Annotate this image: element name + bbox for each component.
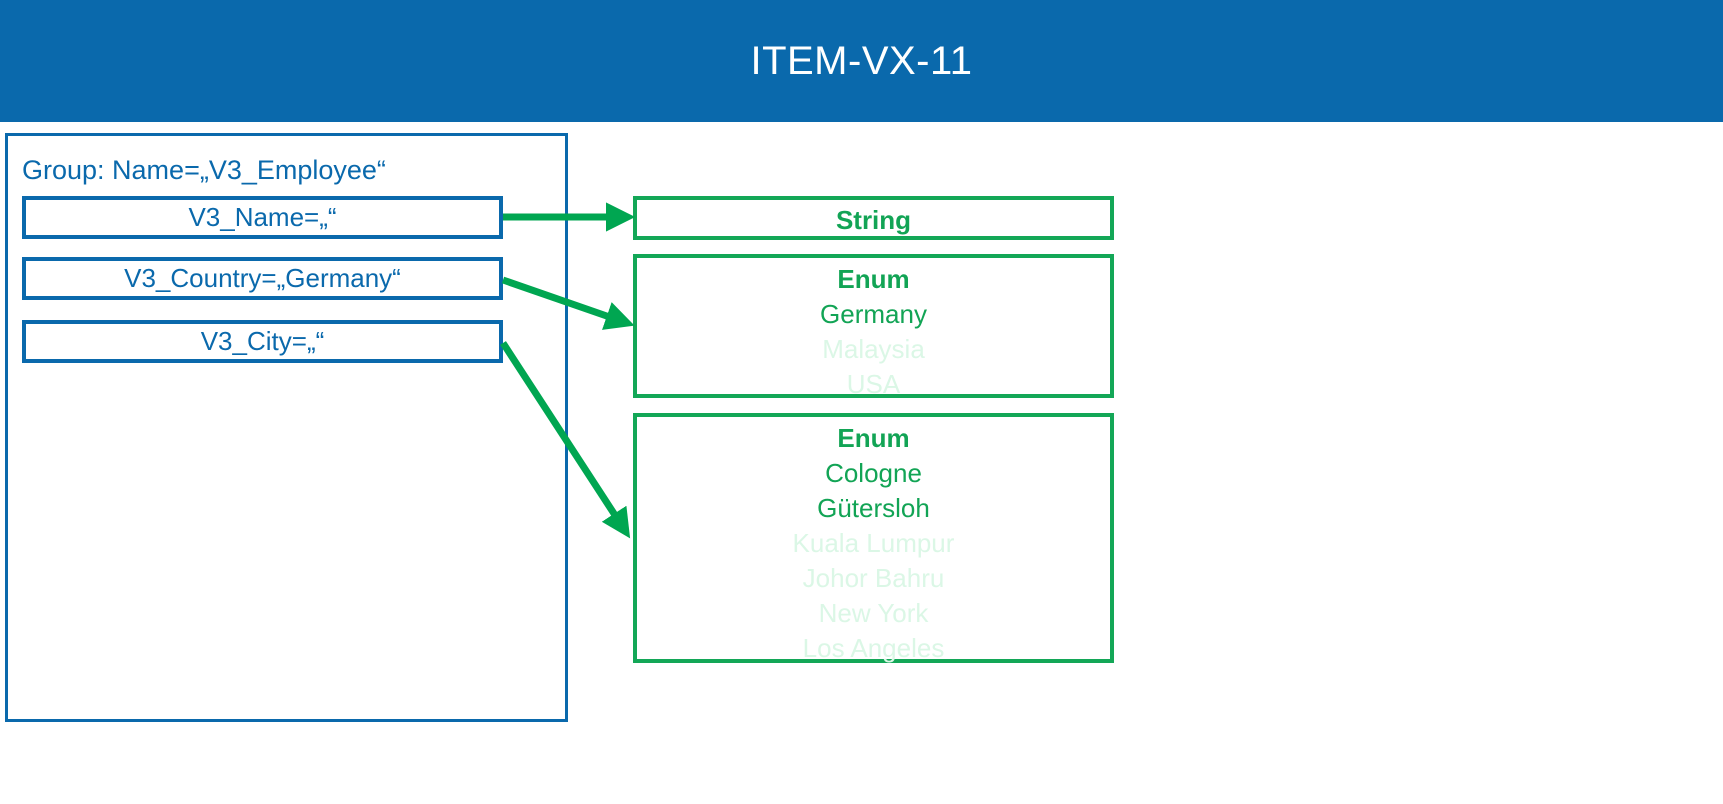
enum-value: Malaysia <box>822 334 925 364</box>
type-box-string[interactable]: String <box>633 196 1114 240</box>
enum-value: Gütersloh <box>817 493 930 523</box>
type-box-title: Enum <box>837 264 910 294</box>
type-box-title: Enum <box>837 423 910 453</box>
group-label: Group: Name=„V3_Employee“ <box>22 155 386 185</box>
attribute-box-v3-city[interactable]: V3_City=„“ <box>22 320 503 363</box>
enum-value: Germany <box>820 299 927 329</box>
enum-value: Kuala Lumpur <box>792 528 955 558</box>
enum-value: Cologne <box>825 458 922 488</box>
enum-value: Los Angeles <box>802 633 945 663</box>
header-bar <box>0 0 1723 122</box>
attribute-box-v3-country[interactable]: V3_Country=„Germany“ <box>22 257 503 300</box>
type-box-enum-city[interactable]: Enum Cologne Gütersloh Kuala Lumpur Joho… <box>633 413 1114 663</box>
enum-value: Johor Bahru <box>802 563 945 593</box>
page-title: ITEM-VX-11 <box>750 38 973 83</box>
attribute-box-v3-name[interactable]: V3_Name=„“ <box>22 196 503 239</box>
enum-value: New York <box>818 598 929 628</box>
type-box-enum-country[interactable]: Enum Germany Malaysia USA <box>633 254 1114 399</box>
type-box-title: String <box>835 205 912 235</box>
enum-value: USA <box>846 369 901 399</box>
